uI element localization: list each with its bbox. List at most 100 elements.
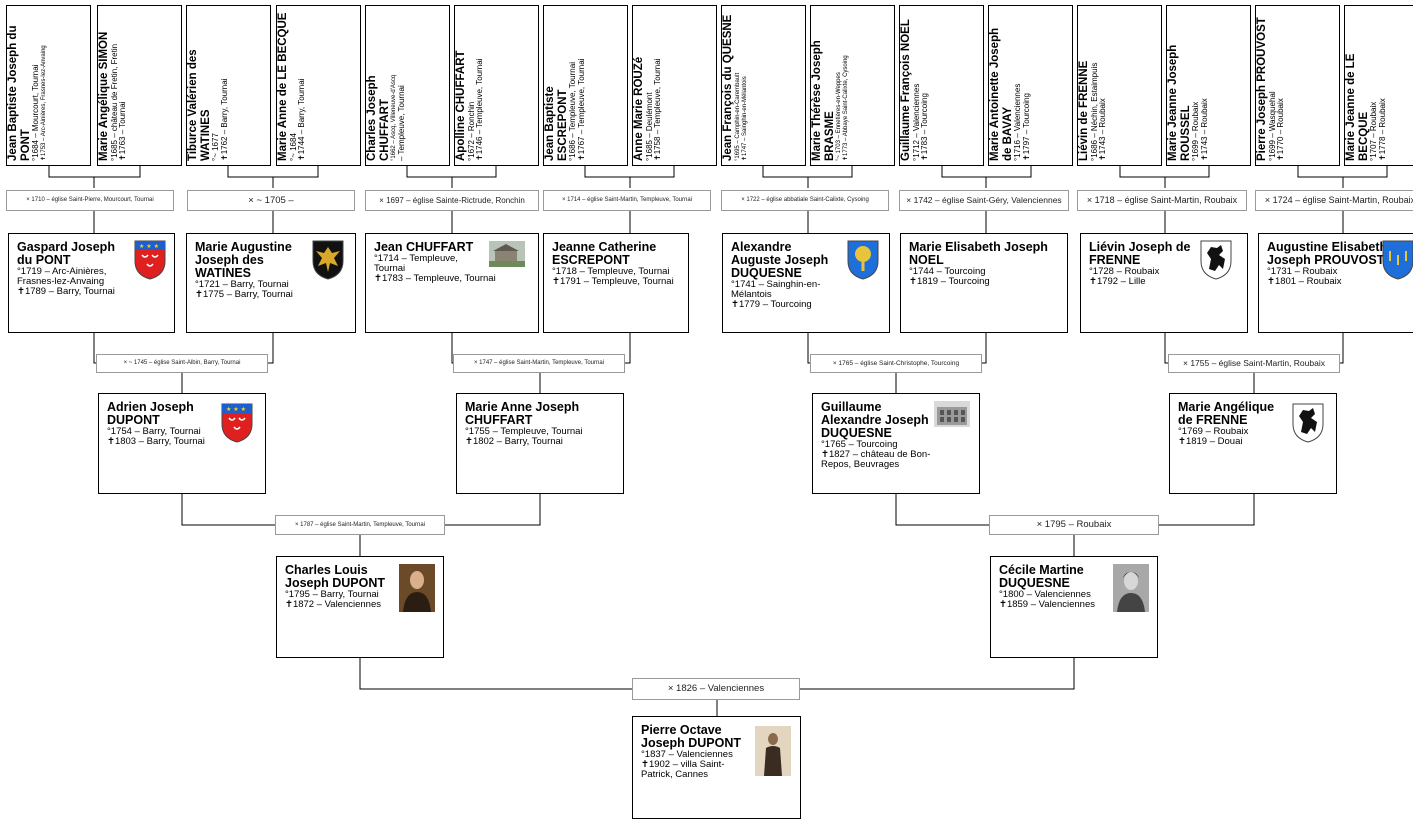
building-photo-icon	[489, 241, 525, 267]
birth-info: °1684 – Mourcourt, Tournai	[31, 64, 40, 161]
person-card-marie-anne-de-le-becque[interactable]: Marie Anne de LE BECQUE °~ 1684 ✝1744 – …	[276, 5, 361, 166]
marriage-label: × 1755 – église Saint-Martin, Roubaix	[1168, 354, 1340, 373]
person-name: Augustine Elisabeth Joseph PROUVOST	[1267, 240, 1388, 267]
person-name: Marie Elisabeth Joseph NOEL	[909, 240, 1048, 267]
death-info: ✝1763 – Tournai	[118, 101, 127, 162]
person-card-marie-angelique-simon[interactable]: Marie Angélique SIMON °1685 – château de…	[97, 5, 182, 166]
marriage-label: × 1765 – église Saint-Christophe, Tourco…	[810, 354, 982, 373]
person-name: Liévin Joseph de FRENNE	[1089, 240, 1191, 267]
person-name: Pierre Joseph PROUVOST	[1256, 17, 1268, 161]
person-name: Gaspard Joseph du PONT	[17, 240, 115, 267]
person-name: Guillaume François NOEL	[900, 19, 912, 161]
person-card-guillaume-francois-noel[interactable]: Guillaume François NOEL °1712 – Valencie…	[899, 5, 984, 166]
coat-of-arms-eagle-icon	[312, 240, 344, 280]
marriage-label: × ~ 1705 –	[187, 190, 355, 211]
death-info: ✝1743 – Roubaix	[1098, 98, 1107, 161]
death-info: ✝1819 – Tourcoing	[909, 276, 990, 287]
death-info: ✝1770 – Roubaix	[1276, 98, 1285, 161]
person-card-jeanne-catherine-escrepont[interactable]: Jeanne Catherine ESCREPONT °1718 – Templ…	[543, 233, 689, 333]
person-name: Marie Anne de LE BECQUE	[277, 12, 289, 161]
person-card-pierre-joseph-prouvost[interactable]: Pierre Joseph PROUVOST °1699 – Wasquehal…	[1255, 5, 1340, 166]
person-name: Jean Baptiste Joseph du PONT	[7, 25, 32, 161]
birth-info: °1754 – Barry, Tournai	[107, 426, 201, 437]
marriage-label: × 1724 – église Saint-Martin, Roubaix	[1255, 190, 1413, 211]
person-name: Marie Jeanne de LE BECQUE	[1345, 53, 1370, 161]
person-card-lievin-de-frenne[interactable]: Liévin de FRENNE °1686 – Néchin, Estaimp…	[1077, 5, 1162, 166]
person-card-marie-elisabeth-joseph-noel[interactable]: Marie Elisabeth Joseph NOEL °1744 – Tour…	[900, 233, 1068, 333]
death-info: – Templeuve, Tournai	[397, 85, 406, 161]
marriage-label: × 1722 – église abbatiale Saint-Calixte,…	[721, 190, 889, 211]
svg-text:★ ★ ★: ★ ★ ★	[226, 406, 246, 413]
death-info: ✝1767 – Templeuve, Tournai	[576, 58, 586, 161]
person-card-gaspard-joseph-du-pont[interactable]: Gaspard Joseph du PONT °1719 – Arc-Ainiè…	[8, 233, 175, 333]
person-card-charles-joseph-chuffart[interactable]: Charles Joseph CHUFFART °1662 – Ascq, Vi…	[365, 5, 450, 166]
person-card-pierre-octave-joseph-dupont[interactable]: Pierre Octave Joseph DUPONT °1837 – Vale…	[632, 716, 801, 819]
birth-info: °~ 1703 – Ennetières-en-Weppes	[836, 72, 842, 161]
coat-of-arms-blue-icon	[1382, 240, 1413, 280]
person-card-marie-anne-joseph-chuffart[interactable]: Marie Anne Joseph CHUFFART °1755 – Templ…	[456, 393, 624, 494]
person-name: Marie Jeanne Joseph ROUSSEL	[1167, 44, 1192, 161]
marriage-label: × 1747 – église Saint-Martin, Templeuve,…	[453, 354, 625, 373]
coat-of-arms-lion-icon	[1292, 403, 1324, 443]
person-card-tiburce-valerien-des-watines[interactable]: Tiburce Valérien des WATINES °~ 1677 ✝17…	[186, 5, 271, 166]
marriage-label: × 1742 – église Saint-Géry, Valenciennes	[899, 190, 1069, 211]
person-name: Adrien Joseph DUPONT	[107, 400, 194, 427]
birth-info: °1795 – Barry, Tournai	[285, 589, 379, 600]
death-info: ✝1803 – Barry, Tournai	[107, 436, 205, 447]
person-card-lievin-joseph-de-frenne[interactable]: Liévin Joseph de FRENNE °1728 – Roubaix …	[1080, 233, 1248, 333]
birth-info: °1765 – Tourcoing	[821, 439, 898, 450]
death-info: ✝1753 – Arc-Ainières, Frasnes-lez-Anvain…	[40, 45, 47, 161]
person-name: Charles Joseph CHUFFART	[366, 75, 391, 161]
person-card-jean-baptiste-escrepont[interactable]: Jean Baptiste ESCREPONT °1686 – Templeuv…	[543, 5, 628, 166]
person-card-marie-jeanne-de-le-becque[interactable]: Marie Jeanne de LE BECQUE °1707 – Roubai…	[1344, 5, 1413, 166]
person-name: Pierre Octave Joseph DUPONT	[641, 723, 742, 750]
person-card-augustine-elisabeth-joseph-prouvost[interactable]: Augustine Elisabeth Joseph PROUVOST °173…	[1258, 233, 1413, 333]
building-photo-icon	[934, 401, 970, 427]
portrait-photo-icon	[755, 726, 791, 776]
birth-info: °1731 – Roubaix	[1267, 266, 1338, 277]
person-name: Jean Baptiste ESCREPONT	[544, 86, 569, 161]
person-card-jean-francois-du-quesne[interactable]: Jean François du QUESNE °1695 – Camphin-…	[721, 5, 806, 166]
person-name: Tiburce Valérien des WATINES	[187, 49, 212, 161]
person-card-anne-marie-rouze[interactable]: Anne Marie ROUZé °1685 – Deulémont ✝1758…	[632, 5, 717, 166]
death-info: ✝1902 – villa Saint-Patrick, Cannes	[641, 759, 725, 780]
birth-info: °1741 – Sainghin-en-Mélantois	[731, 279, 821, 300]
person-card-marie-antoinette-joseph-de-bavay[interactable]: Marie Antoinette Joseph de BAVAY °1716 –…	[988, 5, 1073, 166]
birth-info: °1714 – Templeuve, Tournai	[374, 253, 458, 274]
death-info: ✝1797 – Tourcoing	[1021, 93, 1031, 161]
person-card-marie-jeanne-joseph-roussel[interactable]: Marie Jeanne Joseph ROUSSEL °1699 – Roub…	[1166, 5, 1251, 166]
person-name: Jean François du QUESNE	[722, 14, 734, 161]
person-name: Marie Augustine Joseph des WATINES	[195, 240, 292, 280]
death-info: ✝1775 – Barry, Tournai	[195, 289, 293, 300]
person-name: Alexandre Auguste Joseph DUQUESNE	[731, 240, 829, 280]
person-card-jean-chuffart[interactable]: Jean CHUFFART °1714 – Templeuve, Tournai…	[365, 233, 539, 333]
person-card-marie-angelique-de-frenne[interactable]: Marie Angélique de FRENNE °1769 – Roubai…	[1169, 393, 1337, 494]
person-card-cecile-martine-duquesne[interactable]: Cécile Martine DUQUESNE °1800 – Valencie…	[990, 556, 1158, 658]
marriage-label: × ~ 1745 – église Saint-Albin, Barry, To…	[96, 354, 268, 373]
person-name: Marie Thérèse Joseph BRASME	[811, 40, 836, 161]
death-info: ✝1747 – Sainghin-en-Mélantois	[741, 76, 748, 161]
person-card-marie-therese-joseph-brasme[interactable]: Marie Thérèse Joseph BRASME °~ 1703 – En…	[810, 5, 895, 166]
death-info: ✝1743 – Roubaix	[1199, 98, 1209, 161]
person-card-charles-louis-joseph-dupont[interactable]: Charles Louis Joseph DUPONT °1795 – Barr…	[276, 556, 444, 658]
death-info: ✝1819 – Douai	[1178, 436, 1243, 447]
person-card-jean-baptiste-joseph-du-pont[interactable]: Jean Baptiste Joseph du PONT °1684 – Mou…	[6, 5, 91, 166]
person-card-adrien-joseph-dupont[interactable]: Adrien Joseph DUPONT °1754 – Barry, Tour…	[98, 393, 266, 494]
birth-info: °1728 – Roubaix	[1089, 266, 1160, 277]
person-card-apolline-chuffart[interactable]: Apolline CHUFFART °1672 – Ronchin ✝1746 …	[454, 5, 539, 166]
person-name: Marie Angélique de FRENNE	[1178, 400, 1275, 427]
birth-info: °1721 – Barry, Tournai	[195, 279, 289, 290]
coat-of-arms-lion-icon	[1200, 240, 1232, 280]
person-name: Jean CHUFFART	[374, 240, 474, 254]
death-info: ✝1791 – Templeuve, Tournai	[552, 276, 674, 287]
svg-text:★ ★ ★: ★ ★ ★	[139, 243, 159, 250]
coat-of-arms-icon: ★ ★ ★	[134, 240, 166, 280]
death-info: ✝1779 – Tourcoing	[731, 299, 812, 310]
person-card-marie-augustine-joseph-des-watines[interactable]: Marie Augustine Joseph des WATINES °1721…	[186, 233, 356, 333]
person-name: Marie Antoinette Joseph de BAVAY	[989, 27, 1014, 161]
person-card-alexandre-auguste-joseph-duquesne[interactable]: Alexandre Auguste Joseph DUQUESNE °1741 …	[722, 233, 890, 333]
birth-info: °1718 – Templeuve, Tournai	[552, 266, 670, 277]
death-info: ✝1872 – Valenciennes	[285, 599, 381, 610]
death-info: ✝1801 – Roubaix	[1267, 276, 1342, 287]
person-card-guillaume-alexandre-joseph-duquesne[interactable]: Guillaume Alexandre Joseph DUQUESNE °176…	[812, 393, 980, 494]
